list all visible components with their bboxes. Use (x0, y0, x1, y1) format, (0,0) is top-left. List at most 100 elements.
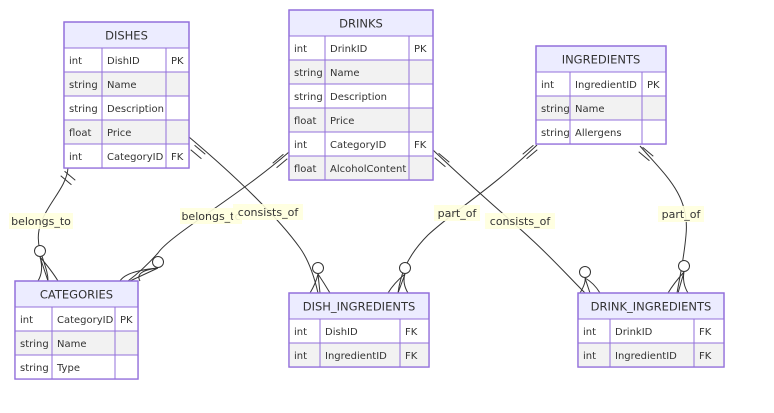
many-cardinality-marker (119, 256, 164, 282)
relationship-line (639, 145, 687, 294)
attribute-name: Name (57, 339, 87, 350)
one-cardinality-marker (272, 153, 288, 169)
relationship-label-text: consists_of (238, 206, 300, 219)
many-cardinality-marker (309, 262, 331, 294)
attribute-name: Name (107, 80, 137, 91)
many-cardinality-marker (34, 245, 59, 282)
attribute-row (15, 307, 138, 331)
attribute-key: FK (171, 152, 184, 163)
attribute-type: string (294, 68, 323, 79)
attribute-key: PK (647, 80, 660, 91)
attribute-name: IngredientID (325, 351, 387, 362)
attribute-name: CategoryID (107, 152, 164, 163)
entity-title: INGREDIENTS (562, 53, 641, 67)
attribute-type: int (294, 327, 307, 338)
attribute-name: Type (56, 363, 80, 374)
attribute-row (64, 144, 189, 168)
many-cardinality-marker (387, 262, 411, 294)
attribute-type: string (20, 339, 49, 350)
attribute-key: PK (414, 44, 427, 55)
attribute-row (536, 120, 666, 144)
attribute-row (64, 72, 189, 96)
one-cardinality-marker (434, 152, 450, 168)
attribute-row (289, 343, 429, 367)
entity-title: DISHES (105, 29, 148, 43)
attribute-row (64, 48, 189, 72)
many-cardinality-marker (667, 260, 690, 294)
attribute-type: int (541, 80, 554, 91)
attribute-type: int (294, 140, 307, 151)
attribute-name: Price (107, 128, 131, 139)
attribute-name: AlcoholContent (330, 164, 406, 175)
attribute-type: int (20, 315, 33, 326)
attribute-name: Description (107, 104, 164, 115)
relationship-label: part_of (658, 206, 704, 222)
relationship-label: belongs_to (9, 213, 73, 229)
attribute-type: string (541, 128, 570, 139)
attribute-type: string (541, 104, 570, 115)
entity-title: DRINKS (339, 17, 383, 31)
attribute-type: int (69, 56, 82, 67)
relationship-label: part_of (434, 205, 480, 221)
attribute-key: FK (405, 351, 418, 362)
relationship-label: consists_of (485, 213, 555, 229)
attribute-row (15, 355, 138, 379)
attribute-type: string (69, 80, 98, 91)
attribute-name: CategoryID (57, 315, 114, 326)
relationship-label-text: part_of (438, 207, 478, 220)
attribute-name: Price (330, 116, 354, 127)
relationship-line (188, 136, 319, 294)
attribute-type: int (294, 44, 307, 55)
attribute-name: Description (330, 92, 387, 103)
entity-title: CATEGORIES (40, 288, 113, 302)
one-cardinality-marker (60, 170, 76, 186)
relationship-label-text: belongs_to (11, 215, 71, 228)
attribute-type: float (69, 128, 92, 139)
attribute-key: FK (414, 140, 427, 151)
attribute-row (578, 319, 724, 343)
attribute-type: float (294, 164, 317, 175)
relationship-line (432, 149, 586, 294)
attribute-name: IngredientID (615, 351, 677, 362)
attribute-name: IngredientID (575, 80, 637, 91)
attribute-name: Name (575, 104, 605, 115)
attribute-name: DrinkID (615, 327, 653, 338)
entity-title: DISH_INGREDIENTS (303, 300, 416, 314)
attribute-row (536, 96, 666, 120)
attribute-row (578, 343, 724, 367)
relationship-label-text: consists_of (490, 215, 552, 228)
relationship-label-text: belongs_tc (181, 210, 240, 223)
relationship-line (397, 144, 538, 294)
attribute-type: float (294, 116, 317, 127)
attribute-type: int (583, 327, 596, 338)
attribute-key: FK (405, 327, 418, 338)
attribute-type: string (69, 104, 98, 115)
attribute-row (15, 331, 138, 355)
attribute-type: int (583, 351, 596, 362)
attribute-key: FK (699, 351, 712, 362)
one-cardinality-marker (638, 146, 654, 162)
entity-title: DRINK_INGREDIENTS (591, 300, 712, 314)
relationship-label-text: part_of (662, 208, 702, 221)
relationship-label: belongs_tc (180, 208, 242, 224)
attribute-key: PK (171, 56, 184, 67)
attribute-name: Allergens (575, 128, 622, 139)
entity-categories: CATEGORIES int CategoryID PK string Name strin… (14, 280, 139, 380)
attribute-key: PK (120, 315, 133, 326)
attribute-type: int (294, 351, 307, 362)
attribute-name: DishID (325, 327, 358, 338)
attribute-name: Name (330, 68, 360, 79)
attribute-type: string (20, 363, 49, 374)
attribute-row (536, 72, 666, 96)
attribute-row (64, 120, 189, 144)
one-cardinality-marker (522, 144, 538, 160)
attribute-name: CategoryID (330, 140, 387, 151)
attribute-name: DishID (107, 56, 140, 67)
